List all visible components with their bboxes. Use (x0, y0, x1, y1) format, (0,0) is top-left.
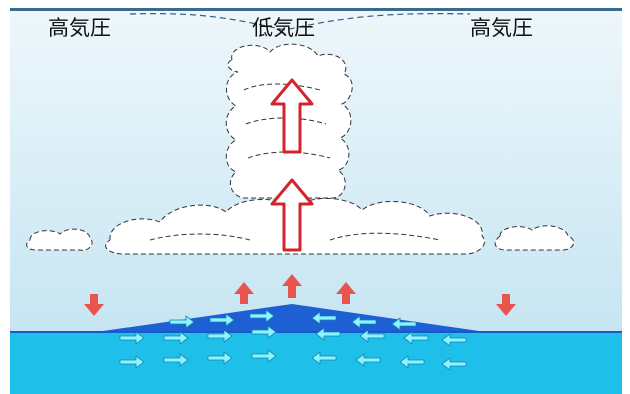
rising-arrow-3 (336, 282, 356, 304)
flow-arrow (251, 349, 277, 363)
label-high-right: 高気圧 (470, 16, 533, 40)
updraft-arrow-lower (270, 178, 314, 252)
flow-arrow (209, 313, 235, 327)
rising-arrow-2 (282, 274, 302, 298)
flow-arrow (355, 353, 381, 367)
flow-arrow (441, 357, 467, 371)
top-bar (10, 8, 622, 11)
flow-arrow (359, 329, 385, 343)
ocean (10, 332, 622, 394)
flow-arrow (169, 315, 195, 329)
flow-arrow (163, 353, 189, 367)
pressure-contour (129, 13, 471, 31)
flow-arrow (207, 329, 233, 343)
cloud-left-small (26, 228, 93, 251)
flow-arrow (251, 325, 277, 339)
flow-arrow (119, 331, 145, 345)
rising-arrow-1 (234, 282, 254, 304)
sea-surface-mound (96, 304, 486, 332)
flow-arrow (399, 355, 425, 369)
flow-arrow (315, 327, 341, 341)
flow-arrow (391, 317, 417, 331)
updraft-arrow-upper (270, 78, 314, 154)
sinking-arrow-left (84, 294, 104, 316)
flow-arrow (311, 311, 337, 325)
flow-arrow (163, 331, 189, 345)
sinking-arrow-right (496, 294, 516, 316)
label-low-center: 低気圧 (252, 16, 315, 40)
flow-arrows (119, 309, 467, 371)
flow-arrow (403, 331, 429, 345)
flow-arrow (207, 351, 233, 365)
flow-arrow (351, 315, 377, 329)
cloud-right-small (494, 225, 575, 251)
flow-arrow (441, 333, 467, 347)
flow-arrow (311, 351, 337, 365)
flow-arrow (119, 355, 145, 369)
flow-arrow (249, 309, 275, 323)
label-high-left: 高気圧 (48, 16, 111, 40)
